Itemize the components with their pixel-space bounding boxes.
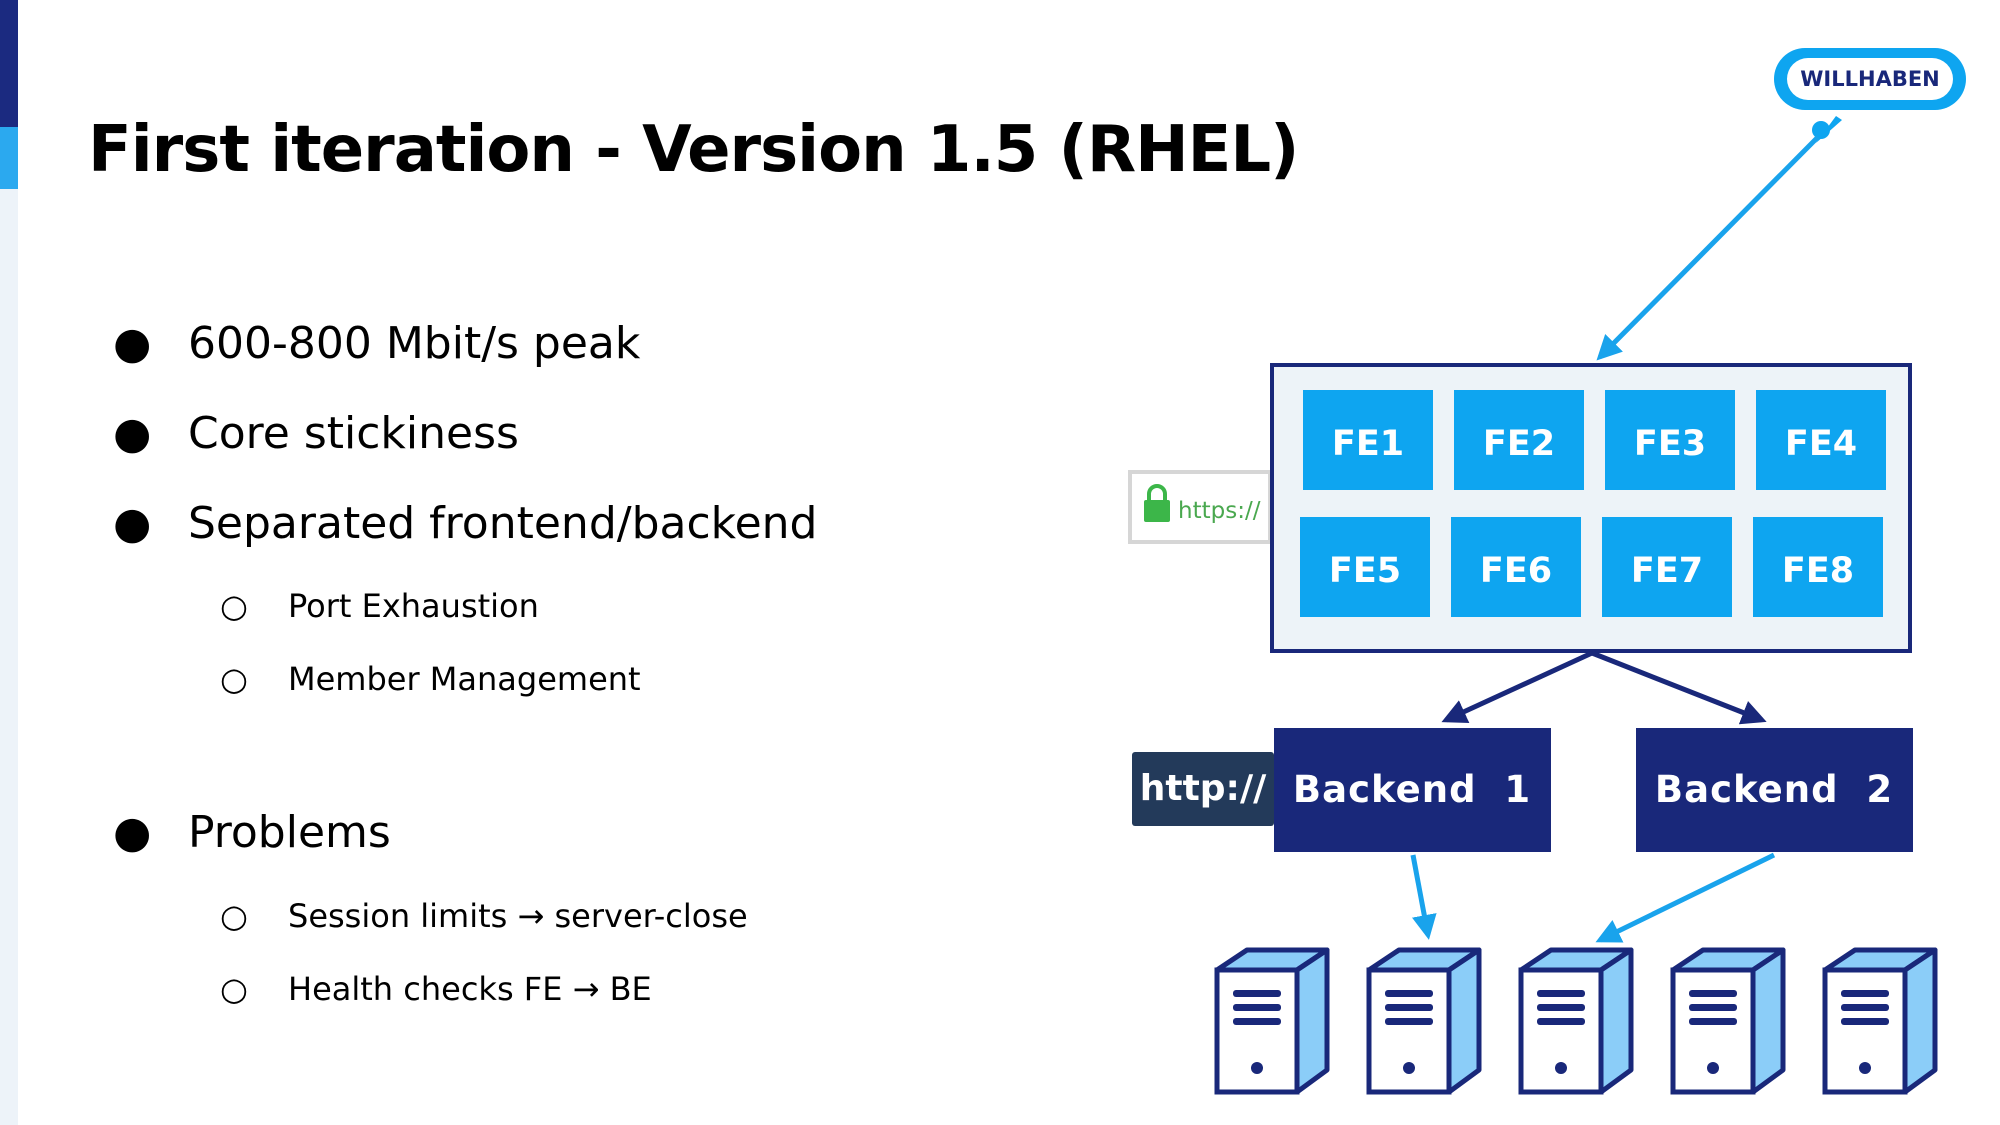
side-accent-dark	[0, 0, 18, 127]
arrow-backend-1-to-server	[1410, 854, 1437, 940]
bullet-dot: ●	[113, 498, 152, 549]
backend-label: Backend 2	[1655, 768, 1893, 811]
bullet-dot: ●	[113, 807, 152, 858]
https-badge: https://	[1128, 470, 1272, 544]
bullet-circle: ○	[220, 970, 248, 1008]
fe-box-4: FE4	[1756, 390, 1886, 490]
bullet-dot: ●	[113, 318, 152, 369]
fe-box-1: FE1	[1303, 390, 1433, 490]
fe-label: FE1	[1332, 424, 1404, 464]
bullet-text: Health checks FE → BE	[288, 970, 652, 1008]
bullet-text: Core stickiness	[188, 408, 519, 459]
server-icon	[1822, 947, 1938, 1095]
http-badge: http://	[1132, 752, 1274, 826]
server-icon	[1518, 947, 1634, 1095]
fe-label: FE5	[1329, 551, 1401, 591]
arrow-frontend-to-backend-1	[1441, 650, 1594, 724]
fe-label: FE2	[1483, 424, 1555, 464]
bullet-text: Separated frontend/backend	[188, 498, 818, 549]
side-strip	[0, 0, 18, 1125]
fe-label: FE6	[1480, 551, 1552, 591]
bullet-text: Problems	[188, 807, 391, 858]
bullet-text: Port Exhaustion	[288, 587, 539, 625]
arrow-logo-to-frontend	[1596, 135, 1820, 361]
server-rack	[1214, 947, 1938, 1095]
bullet-text: Member Management	[288, 660, 641, 698]
fe-box-2: FE2	[1454, 390, 1584, 490]
bullet-text: 600-800 Mbit/s peak	[188, 318, 641, 369]
bullet-text: Session limits → server-close	[288, 897, 748, 935]
backend-label: Backend 1	[1293, 768, 1531, 811]
willhaben-logo: WILLHABEN	[1774, 48, 1966, 143]
fe-box-5: FE5	[1300, 517, 1430, 617]
bullet-circle: ○	[220, 897, 248, 935]
side-accent-light	[0, 127, 18, 189]
backend-1: Backend 1	[1274, 728, 1551, 852]
http-label: http://	[1140, 768, 1267, 809]
server-icon	[1366, 947, 1482, 1095]
backend-2: Backend 2	[1636, 728, 1913, 852]
fe-box-6: FE6	[1451, 517, 1581, 617]
server-icon	[1214, 947, 1330, 1095]
fe-label: FE8	[1782, 551, 1854, 591]
fe-label: FE7	[1631, 551, 1703, 591]
fe-box-8: FE8	[1753, 517, 1883, 617]
fe-label: FE3	[1634, 424, 1706, 464]
bullet-circle: ○	[220, 660, 248, 698]
arrow-backend-2-to-server	[1595, 852, 1776, 943]
https-label: https://	[1178, 498, 1261, 524]
lock-icon	[1144, 484, 1170, 522]
arrow-frontend-to-backend-2	[1591, 650, 1767, 725]
bullet-circle: ○	[220, 587, 248, 625]
fe-box-3: FE3	[1605, 390, 1735, 490]
slide-title: First iteration - Version 1.5 (RHEL)	[88, 113, 1299, 187]
server-icon	[1670, 947, 1786, 1095]
fe-label: FE4	[1785, 424, 1857, 464]
logo-text: WILLHABEN	[1800, 67, 1940, 91]
fe-box-7: FE7	[1602, 517, 1732, 617]
bullet-dot: ●	[113, 408, 152, 459]
